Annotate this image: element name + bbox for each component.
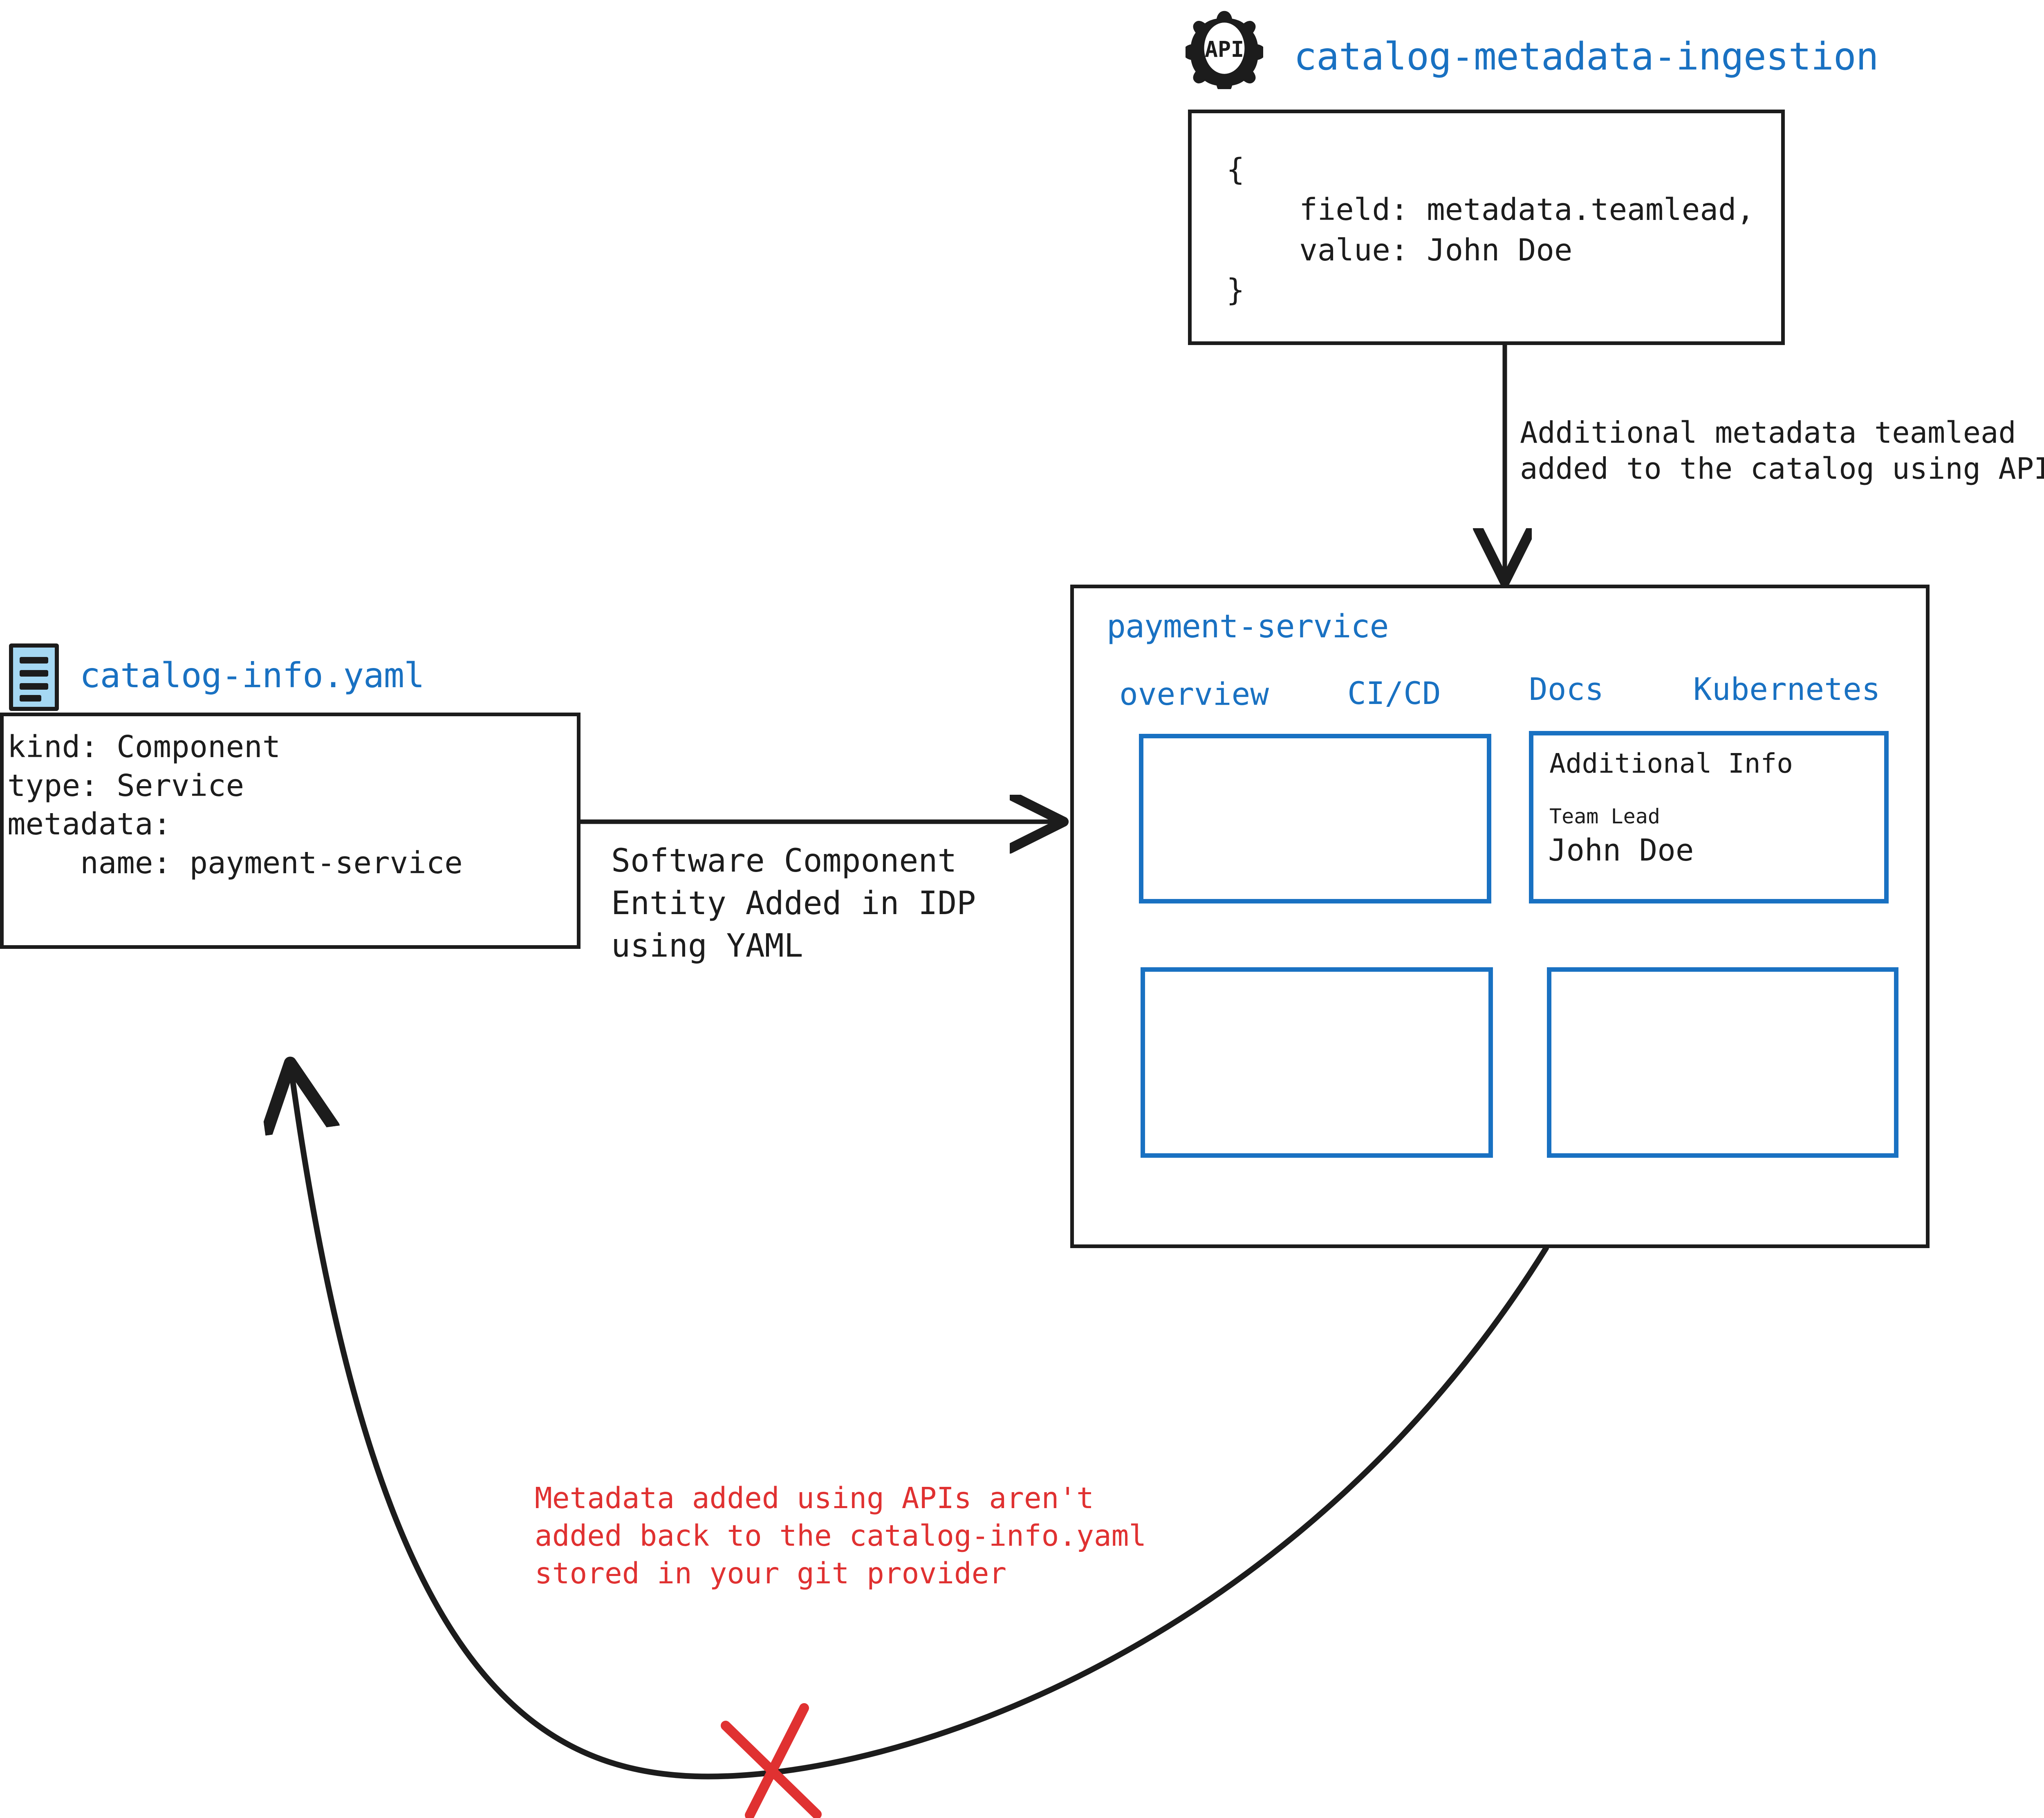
warning-line-3: stored in your git provider bbox=[535, 1556, 1007, 1590]
api-payload-box bbox=[1188, 110, 1785, 345]
api-gear-icon: API bbox=[1183, 7, 1266, 94]
api-arrow-label-line-2: added to the catalog using APIs bbox=[1520, 451, 2044, 486]
api-payload-line-2: field: metadata.teamlead, bbox=[1226, 192, 1755, 228]
yaml-content-line-3: metadata: bbox=[7, 807, 171, 842]
api-arrow-label-line-1: Additional metadata teamlead bbox=[1520, 415, 2016, 450]
yaml-arrow-label-line-3: using YAML bbox=[611, 928, 803, 964]
additional-info-card[interactable] bbox=[1529, 731, 1889, 903]
yaml-content-line-1: kind: Component bbox=[7, 729, 281, 764]
api-payload-text: { field: metadata.teamlead, value: John … bbox=[1226, 150, 1755, 311]
additional-info-field-label: Team Lead bbox=[1549, 805, 1660, 828]
yaml-arrow-label-line-2: Entity Added in IDP bbox=[611, 885, 976, 922]
yaml-content-text: kind: Component type: Service metadata: … bbox=[7, 728, 463, 883]
api-payload-line-3: value: John Doe bbox=[1226, 232, 1573, 268]
red-x-icon bbox=[721, 1703, 822, 1818]
warning-line-1: Metadata added using APIs aren't bbox=[535, 1481, 1094, 1515]
bottom-right-card[interactable] bbox=[1547, 967, 1898, 1158]
yaml-file-icon bbox=[9, 643, 59, 711]
additional-info-title: Additional Info bbox=[1549, 748, 1793, 779]
tab-kubernetes[interactable]: Kubernetes bbox=[1693, 671, 1880, 707]
warning-line-2: added back to the catalog-info.yaml bbox=[535, 1519, 1147, 1553]
tab-docs[interactable]: Docs bbox=[1529, 671, 1604, 707]
yaml-arrow-label-line-1: Software Component bbox=[611, 843, 957, 879]
api-icon-label: API bbox=[1205, 37, 1244, 62]
api-payload-line-4: } bbox=[1226, 273, 1245, 308]
yaml-content-line-4: name: payment-service bbox=[7, 845, 463, 881]
yaml-content-box bbox=[0, 713, 580, 949]
tab-overview[interactable]: overview bbox=[1119, 676, 1269, 712]
bottom-left-card[interactable] bbox=[1141, 967, 1493, 1158]
idp-panel-title: payment-service bbox=[1107, 608, 1389, 645]
yaml-node-title: catalog-info.yaml bbox=[80, 655, 425, 695]
api-node-title: catalog-metadata-ingestion bbox=[1294, 34, 1879, 78]
yaml-content-line-2: type: Service bbox=[7, 768, 244, 803]
tab-cicd[interactable]: CI/CD bbox=[1347, 675, 1441, 711]
additional-info-field-value: John Doe bbox=[1548, 833, 1694, 868]
overview-card[interactable] bbox=[1139, 734, 1491, 903]
api-payload-line-1: { bbox=[1226, 152, 1245, 187]
